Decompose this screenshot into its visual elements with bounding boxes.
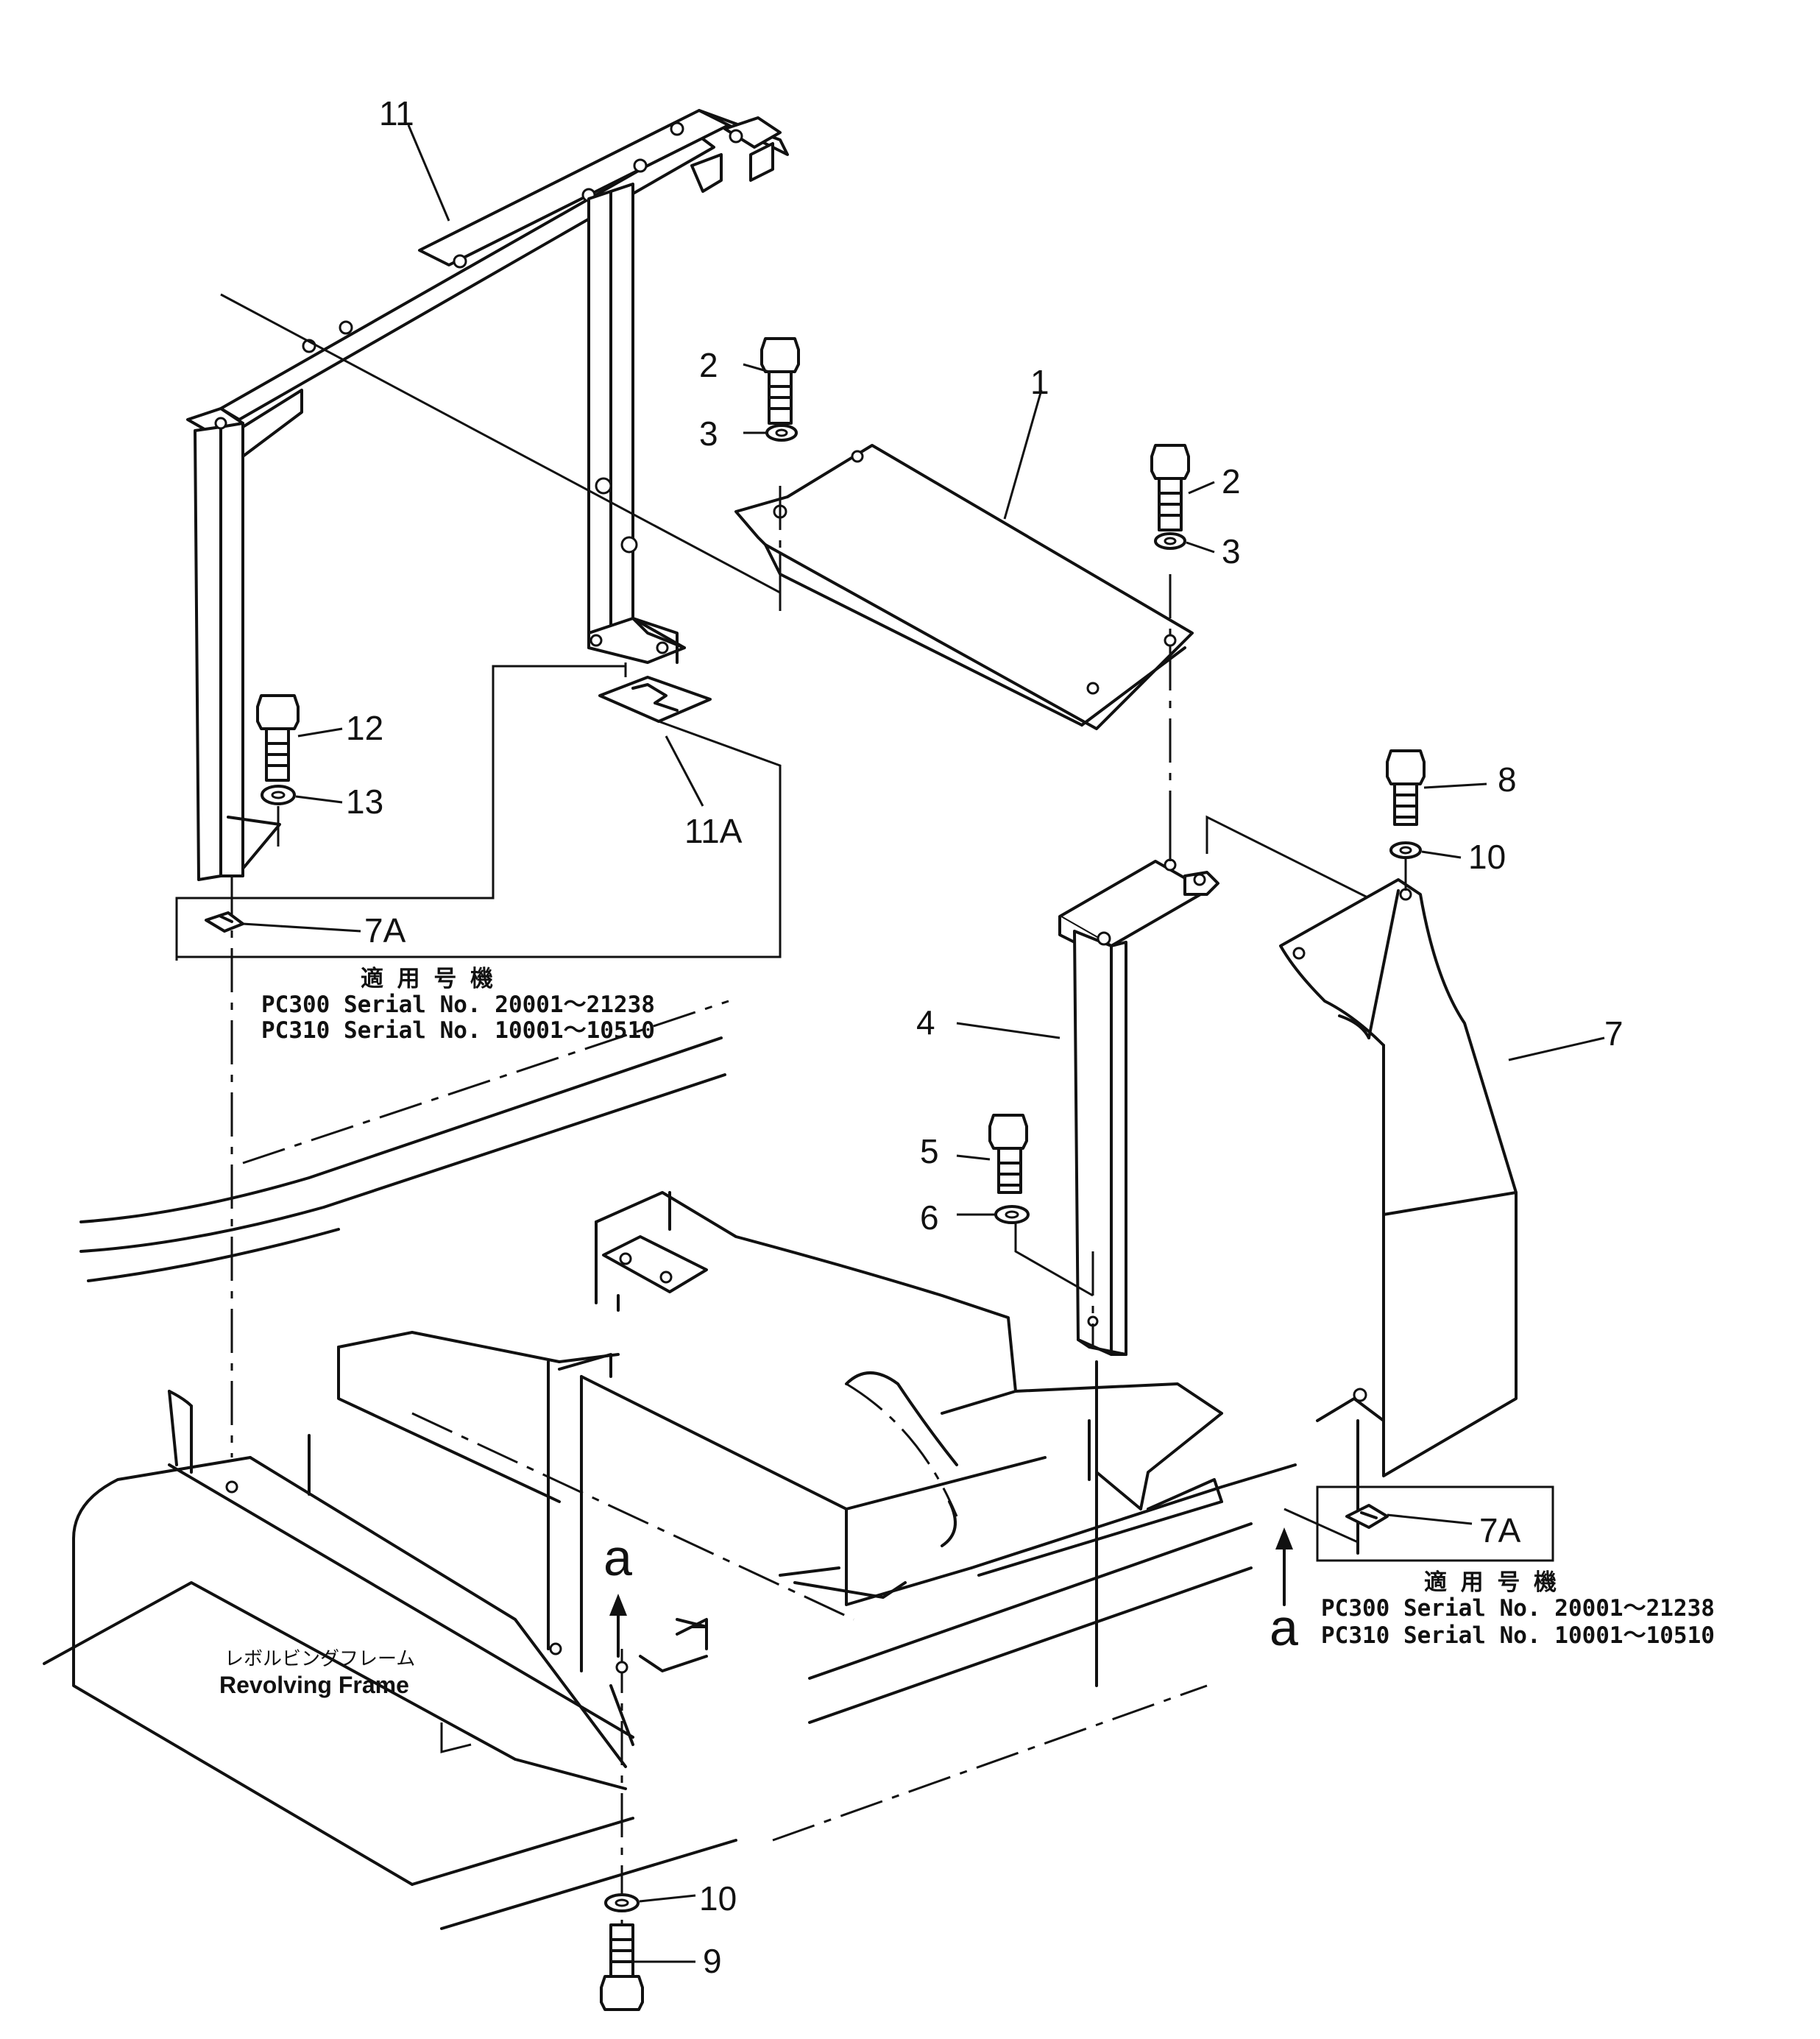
callout-7: 7	[1604, 1014, 1624, 1053]
callout-12: 12	[346, 709, 383, 747]
callout-2-left: 2	[699, 346, 718, 384]
bolt-part-12	[256, 694, 300, 782]
callout-7a-right: 7A	[1479, 1511, 1521, 1549]
bolt-part-2-right	[1150, 444, 1190, 531]
callout-4: 4	[916, 1003, 935, 1042]
applicability-line-pc300: PC300 Serial No. 20001～21238	[1321, 1595, 1715, 1622]
callout-7a-left: 7A	[364, 911, 406, 950]
callout-3-left: 3	[699, 414, 718, 453]
shim-part-7a-right	[1283, 1485, 1554, 1562]
frame-label-japanese: レボルビングフレーム	[224, 1648, 415, 1670]
side-guard-part-7	[1279, 847, 1518, 1547]
washer-part-3-left	[765, 424, 798, 442]
washer-part-13	[261, 785, 296, 847]
revolving-frame	[43, 1000, 1297, 1943]
view-label-a-right: a	[1270, 1599, 1298, 1656]
applicability-note-right: 適 用 号 機 PC300 Serial No. 20001～21238 PC3…	[1321, 1569, 1715, 1649]
callout-11: 11	[379, 94, 414, 132]
leader-lines	[242, 124, 1605, 1963]
applicability-line-pc300: PC300 Serial No. 20001～21238	[261, 992, 655, 1018]
bolt-part-8	[1386, 749, 1426, 826]
view-label-a-center: a	[603, 1529, 632, 1586]
washer-part-3-right	[1154, 532, 1186, 550]
applicability-line-pc310: PC310 Serial No. 10001～10510	[1321, 1622, 1715, 1649]
callout-labels: 11 1 2 3 2 3 4 5 6 7 8 10 7A 7A 12 13 11…	[346, 94, 1624, 1980]
applicability-note-left: 適 用 号 機 PC300 Serial No. 20001～21238 PC3…	[261, 966, 655, 1044]
frame-label: レボルビングフレーム Revolving Frame	[219, 1648, 415, 1698]
callout-13: 13	[346, 782, 383, 821]
applicability-heading: 適 用 号 機	[1424, 1569, 1557, 1596]
callout-10-top: 10	[1468, 838, 1506, 876]
washer-part-10-top	[1389, 841, 1422, 859]
callout-10-bottom: 10	[699, 1879, 737, 1918]
view-arrow-right	[1275, 1527, 1293, 1606]
bolt-part-9	[600, 1923, 644, 2011]
callout-2-right: 2	[1222, 462, 1241, 501]
callout-9: 9	[703, 1942, 722, 1980]
view-arrow-center	[609, 1594, 627, 1658]
callout-8: 8	[1498, 760, 1517, 799]
applicability-heading: 適 用 号 機	[361, 966, 493, 992]
washer-part-10-bottom	[604, 1893, 640, 1912]
bolt-part-5	[988, 1114, 1028, 1194]
washer-part-6	[994, 1205, 1030, 1224]
frame-label-english: Revolving Frame	[219, 1672, 409, 1698]
bolt-part-2-left	[760, 337, 800, 425]
callout-6: 6	[920, 1198, 939, 1237]
callout-3-right: 3	[1222, 532, 1241, 570]
callout-11a: 11A	[684, 812, 743, 850]
bracket-frame-part-11	[186, 109, 789, 1457]
applicability-line-pc310: PC310 Serial No. 10001～10510	[261, 1017, 655, 1044]
column-part-4	[1014, 815, 1370, 1687]
callout-1: 1	[1030, 363, 1049, 401]
cover-plate-part-1	[734, 444, 1194, 847]
callout-5: 5	[920, 1132, 939, 1170]
